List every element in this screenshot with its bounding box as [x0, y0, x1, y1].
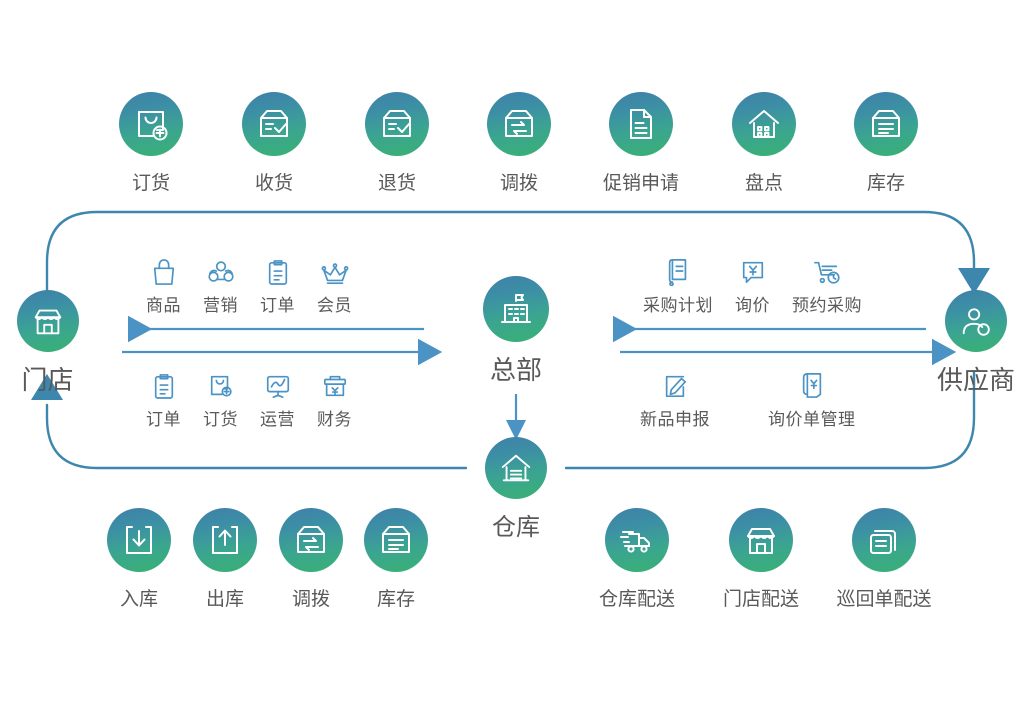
hub-headquarters[interactable]: 总部	[466, 276, 566, 387]
flow-item-store-hq-lower-3[interactable]: 财务	[317, 366, 352, 430]
box-transfer-icon	[487, 92, 551, 156]
flow-item-hq-supplier-upper-0[interactable]: 采购计划	[643, 252, 713, 316]
peripheral-item-top-0[interactable]: 订货	[91, 92, 211, 195]
flow-item-hq-supplier-upper-2[interactable]: 预约采购	[792, 252, 862, 316]
shopping-bag-icon	[146, 252, 181, 286]
box-list-icon	[854, 92, 918, 156]
storefront-icon	[16, 290, 79, 352]
price-inquiry-icon	[735, 252, 770, 286]
hub-warehouse[interactable]: 仓库	[471, 437, 561, 542]
group-hq-supplier-lower: 新品申报 询价单管理	[640, 366, 856, 430]
peripheral-item-top-3[interactable]: 调拨	[459, 92, 579, 195]
peripheral-item-bl-1[interactable]: 出库	[165, 508, 285, 611]
inquiry-sheet-icon	[768, 366, 856, 400]
peripheral-label: 入库	[119, 589, 158, 610]
flow-item-store-hq-upper-2[interactable]: 订单	[260, 252, 295, 316]
box-list-icon	[364, 508, 428, 572]
hub-label: 供应商	[936, 365, 1015, 395]
flow-item-label: 订单	[260, 296, 295, 315]
peripheral-label: 退货	[377, 173, 416, 194]
hub-label: 门店	[21, 365, 74, 395]
flow-item-label: 订货	[203, 410, 238, 429]
peripheral-label: 仓库配送	[598, 589, 675, 610]
purchase-plan-icon	[643, 252, 713, 286]
peripheral-label: 调拨	[291, 589, 330, 610]
storefront-outline-icon	[729, 508, 793, 572]
peripheral-label: 调拨	[499, 173, 538, 194]
flow-item-store-hq-upper-0[interactable]: 商品	[146, 252, 181, 316]
group-hq-supplier-upper: 采购计划 询价 预约采购	[643, 252, 862, 316]
peripheral-label: 出库	[205, 589, 244, 610]
clipboard-icon	[260, 252, 295, 286]
flow-item-label: 采购计划	[643, 296, 713, 315]
peripheral-item-bl-2[interactable]: 调拨	[251, 508, 371, 611]
flow-item-hq-supplier-lower-1[interactable]: 询价单管理	[768, 366, 856, 430]
warehouse-icon	[485, 437, 547, 499]
clipboard-icon	[146, 366, 181, 400]
office-building-icon	[483, 276, 549, 342]
pencil-form-icon	[640, 366, 710, 400]
supplier-person-icon	[945, 290, 1007, 352]
group-store-hq-lower: 订单 订货 运营	[146, 366, 352, 430]
group-store-hq-upper: 商品 营销 订单	[146, 252, 352, 316]
flow-item-label: 预约采购	[792, 296, 862, 315]
hub-label: 总部	[489, 355, 542, 385]
marketing-group-icon	[203, 252, 238, 286]
arrow-up-out-icon	[193, 508, 257, 572]
peripheral-label: 巡回单配送	[836, 589, 932, 610]
stacked-documents-icon	[852, 508, 916, 572]
peripheral-label: 盘点	[744, 173, 783, 194]
peripheral-label: 库存	[376, 589, 415, 610]
peripheral-item-bl-3[interactable]: 库存	[336, 508, 456, 611]
bag-plus-outline-icon	[203, 366, 238, 400]
flow-item-store-hq-upper-1[interactable]: 营销	[203, 252, 238, 316]
peripheral-item-br-0[interactable]: 仓库配送	[577, 508, 697, 611]
flow-item-store-hq-lower-2[interactable]: 运营	[260, 366, 295, 430]
arrow-down-in-icon	[107, 508, 171, 572]
flow-item-label: 新品申报	[640, 410, 710, 429]
chart-board-icon	[260, 366, 295, 400]
flow-item-label: 商品	[146, 296, 181, 315]
peripheral-item-bl-0[interactable]: 入库	[79, 508, 199, 611]
peripheral-item-br-1[interactable]: 门店配送	[701, 508, 821, 611]
peripheral-item-top-2[interactable]: 退货	[337, 92, 457, 195]
peripheral-label: 门店配送	[722, 589, 799, 610]
box-transfer-icon	[279, 508, 343, 572]
flow-item-store-hq-lower-0[interactable]: 订单	[146, 366, 181, 430]
flow-item-label: 会员	[317, 296, 352, 315]
hub-supplier[interactable]: 供应商	[927, 290, 1025, 397]
warehouse-count-icon	[732, 92, 796, 156]
document-lines-icon	[609, 92, 673, 156]
bag-plus-icon	[119, 92, 183, 156]
peripheral-item-top-1[interactable]: 收货	[214, 92, 334, 195]
hub-label: 仓库	[492, 514, 540, 541]
scheduled-purchase-icon	[792, 252, 862, 286]
flow-item-label: 询价	[735, 296, 770, 315]
peripheral-item-top-5[interactable]: 盘点	[704, 92, 824, 195]
peripheral-item-top-6[interactable]: 库存	[826, 92, 946, 195]
flow-item-label: 财务	[317, 410, 352, 429]
flow-item-label: 订单	[146, 410, 181, 429]
flow-item-label: 询价单管理	[768, 410, 856, 429]
box-check-return-icon	[365, 92, 429, 156]
flow-item-store-hq-lower-1[interactable]: 订货	[203, 366, 238, 430]
flow-item-label: 运营	[260, 410, 295, 429]
finance-case-icon	[317, 366, 352, 400]
crown-icon	[317, 252, 352, 286]
flow-item-label: 营销	[203, 296, 238, 315]
peripheral-label: 促销申请	[602, 173, 679, 194]
delivery-truck-icon	[605, 508, 669, 572]
peripheral-label: 收货	[254, 173, 293, 194]
peripheral-item-br-2[interactable]: 巡回单配送	[824, 508, 944, 611]
flow-item-store-hq-upper-3[interactable]: 会员	[317, 252, 352, 316]
peripheral-item-top-4[interactable]: 促销申请	[581, 92, 701, 195]
flow-item-hq-supplier-upper-1[interactable]: 询价	[735, 252, 770, 316]
hub-store[interactable]: 门店	[0, 290, 95, 397]
peripheral-label: 库存	[866, 173, 905, 194]
flow-item-hq-supplier-lower-0[interactable]: 新品申报	[640, 366, 710, 430]
peripheral-label: 订货	[131, 173, 170, 194]
box-check-icon	[242, 92, 306, 156]
